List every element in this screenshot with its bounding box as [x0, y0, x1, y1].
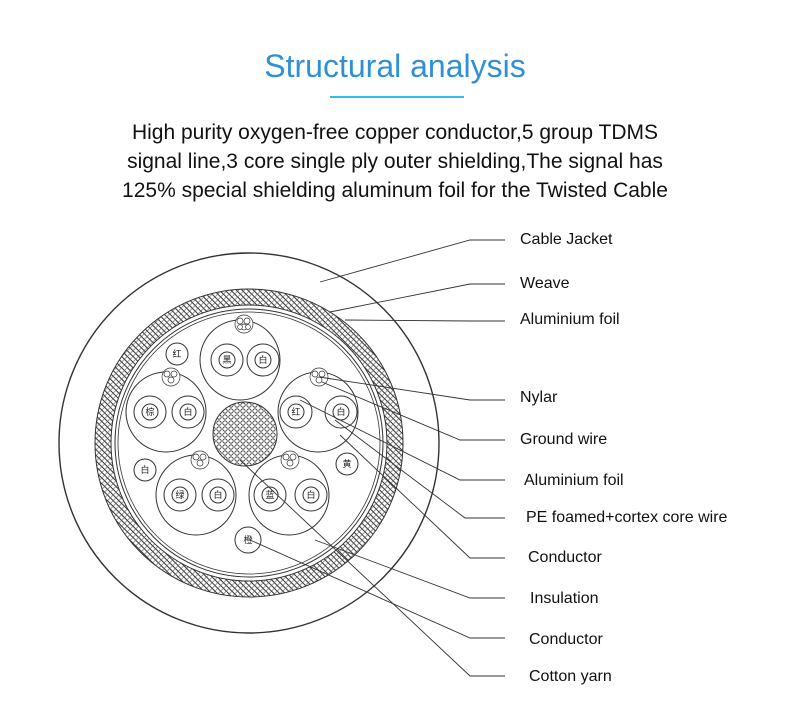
- ground-wire-top: [234, 314, 254, 334]
- mark-bl-right: 白: [213, 489, 222, 501]
- label-cable-jacket: Cable Jacket: [520, 231, 613, 248]
- mark-single-top: 红: [172, 348, 181, 360]
- mark-left-left: 棕: [145, 406, 154, 418]
- mark-right-left: 红: [291, 406, 300, 418]
- description: High purity oxygen-free copper conductor…: [40, 118, 750, 205]
- pair-bottom-right: [248, 454, 330, 536]
- pair-right: [277, 371, 359, 453]
- mark-br-left: 蓝: [265, 489, 274, 501]
- cotton-yarn-center: [212, 401, 278, 467]
- mark-bl-left: 绿: [175, 489, 184, 501]
- mark-top-left: 黑: [222, 355, 231, 366]
- ground-wire-bottom-left: [190, 450, 210, 470]
- aluminium-foil-ring: [114, 308, 384, 578]
- mark-left-right: 白: [183, 406, 192, 418]
- label-ground-wire: Ground wire: [520, 431, 608, 448]
- mark-right-right: 白: [336, 406, 345, 418]
- mark-single-left: 白: [140, 464, 149, 476]
- ground-wire-left: [161, 367, 181, 387]
- label-cotton-yarn: Cotton yarn: [529, 668, 612, 685]
- description-line-2: signal line,3 core single ply outer shie…: [127, 150, 663, 173]
- label-nylar: Nylar: [520, 389, 558, 406]
- single-core-top: [165, 342, 189, 366]
- single-core-right: [335, 452, 359, 476]
- mark-br-right: 白: [306, 489, 315, 501]
- label-aluminium-foil-inner: Aluminium foil: [524, 472, 624, 489]
- pair-bottom-left: [155, 454, 237, 536]
- label-conductor-2: Conductor: [529, 631, 603, 648]
- single-core-bottom: [234, 526, 262, 554]
- label-conductor-1: Conductor: [528, 549, 602, 566]
- page-title: Structural analysis: [264, 48, 526, 84]
- description-line-1: High purity oxygen-free copper conductor…: [131, 121, 659, 144]
- description-line-3: 125% special shielding aluminum foil for…: [122, 179, 668, 202]
- mark-single-right: 黄: [342, 458, 351, 470]
- single-core-left: [133, 458, 157, 482]
- mark-single-bottom: 橙: [243, 534, 252, 546]
- pair-left: [125, 371, 207, 453]
- pair-top: [199, 319, 281, 401]
- label-weave: Weave: [520, 275, 570, 292]
- label-pe-foamed-core-wire: PE foamed+cortex core wire: [526, 509, 728, 526]
- ground-wire-bottom-right: [280, 450, 300, 470]
- leader-lines: [239, 239, 505, 677]
- mark-top-right: 白: [258, 354, 267, 366]
- label-insulation: Insulation: [530, 590, 599, 607]
- label-aluminium-foil-outer: Aluminium foil: [520, 311, 620, 328]
- title-underline: [330, 96, 464, 98]
